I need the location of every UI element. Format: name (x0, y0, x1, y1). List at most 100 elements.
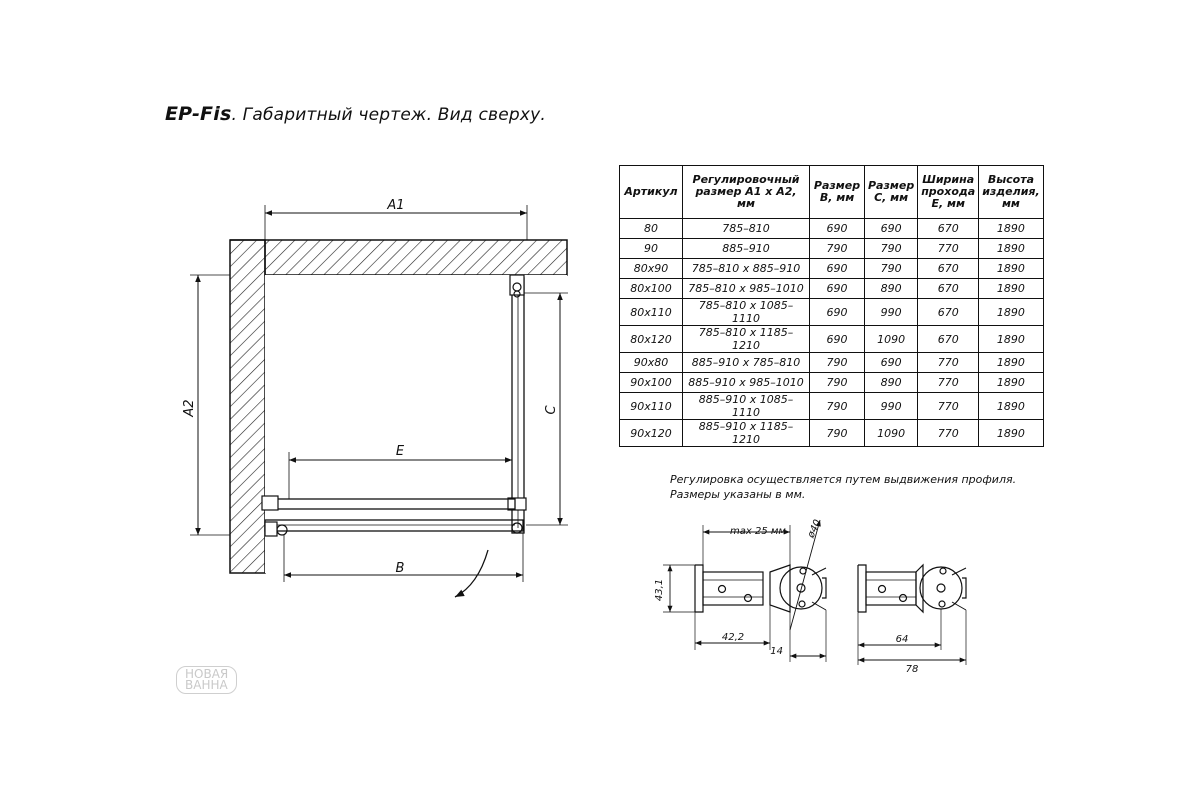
cell-b: 690 (809, 258, 865, 279)
cell-range: 785–810 x 985–1010 (682, 278, 810, 299)
spec-table-header: Артикул Регулировочный размер A1 x A2, м… (619, 165, 1044, 219)
cell-range: 885–910 (682, 238, 810, 259)
label-diameter-40: ø40 (805, 518, 823, 541)
col-size-b: Размер B, мм (809, 165, 865, 219)
cell-c: 690 (863, 218, 919, 239)
cell-height: 1890 (978, 218, 1044, 239)
profile-detail-extended (663, 519, 827, 662)
col-height: Высота изделия, мм (978, 165, 1044, 219)
cell-height: 1890 (978, 325, 1044, 353)
cell-height: 1890 (978, 278, 1044, 299)
cell-c: 790 (863, 258, 919, 279)
cell-article: 90 (619, 238, 683, 259)
col-article: Артикул (619, 165, 683, 219)
cell-height: 1890 (978, 372, 1044, 393)
cell-e: 670 (917, 278, 980, 299)
cell-range: 885–910 x 985–1010 (682, 372, 810, 393)
cell-range: 785–810 x 885–910 (682, 258, 810, 279)
cell-article: 80x110 (619, 298, 683, 326)
watermark-line2: ВАННА (185, 678, 228, 692)
label-14: 14 (770, 646, 783, 657)
cell-e: 770 (917, 372, 980, 393)
label-42-2: 42,2 (722, 632, 744, 643)
door-swing-arrow (454, 549, 489, 598)
cell-b: 690 (809, 218, 865, 239)
note-adjustment: Регулировка осуществляется путем выдвиже… (670, 473, 1017, 486)
profile-detail-retracted (857, 563, 967, 665)
label-max-25: max 25 мм (730, 526, 786, 537)
cell-article: 80x120 (619, 325, 683, 353)
watermark-logo: НОВАЯ ВАННА (176, 666, 238, 694)
cell-c: 1090 (863, 419, 919, 447)
cell-c: 890 (863, 278, 919, 299)
cell-c: 690 (863, 352, 919, 373)
label-b: B (396, 561, 405, 576)
cell-c: 990 (863, 392, 919, 420)
label-e: E (396, 444, 405, 459)
wall-left (229, 239, 266, 574)
cell-article: 90x100 (619, 372, 683, 393)
cell-e: 770 (917, 392, 980, 420)
cell-e: 670 (917, 218, 980, 239)
label-a2: A2 (182, 399, 197, 417)
cell-e: 670 (917, 298, 980, 326)
cell-article: 90x120 (619, 419, 683, 447)
cell-b: 690 (809, 298, 865, 326)
note-units: Размеры указаны в мм. (670, 488, 806, 501)
drawing-title: EP-Fis. Габаритный чертеж. Вид сверху. (165, 103, 546, 125)
cell-range: 885–910 x 1185–1210 (682, 419, 810, 447)
cell-range: 785–810 x 1185–1210 (682, 325, 810, 353)
cell-c: 790 (863, 238, 919, 259)
wall-top (230, 239, 568, 276)
cell-height: 1890 (978, 419, 1044, 447)
cell-b: 790 (809, 352, 865, 373)
cell-b: 790 (809, 238, 865, 259)
spec-table: Артикул Регулировочный размер A1 x A2, м… (619, 165, 1044, 447)
cell-height: 1890 (978, 352, 1044, 373)
cell-article: 80x100 (619, 278, 683, 299)
cell-b: 690 (809, 278, 865, 299)
cell-e: 770 (917, 238, 980, 259)
label-c: C (544, 405, 559, 415)
cell-b: 690 (809, 325, 865, 353)
cell-e: 670 (917, 325, 980, 353)
watermark-line1: НОВАЯ (185, 667, 229, 681)
cell-article: 80 (619, 218, 683, 239)
cell-c: 990 (863, 298, 919, 326)
col-adjust-range: Регулировочный размер A1 x A2, мм (682, 165, 810, 219)
cell-b: 790 (809, 372, 865, 393)
cell-b: 790 (809, 392, 865, 420)
cell-c: 1090 (863, 325, 919, 353)
notes: Регулировка осуществляется путем выдвиже… (670, 472, 1016, 502)
cell-e: 670 (917, 258, 980, 279)
title-text: . Габаритный чертеж. Вид сверху. (231, 105, 546, 125)
plan-view (190, 205, 568, 598)
cell-height: 1890 (978, 392, 1044, 420)
cell-height: 1890 (978, 298, 1044, 326)
col-passage-e: Ширина прохода E, мм (917, 165, 980, 219)
cell-c: 890 (863, 372, 919, 393)
label-78: 78 (906, 664, 919, 675)
cell-range: 885–910 x 785–810 (682, 352, 810, 373)
cell-range: 785–810 x 1085–1110 (682, 298, 810, 326)
cell-article: 90x80 (619, 352, 683, 373)
model-name: EP-Fis (165, 103, 232, 125)
label-43-1: 43,1 (654, 579, 665, 601)
cell-height: 1890 (978, 238, 1044, 259)
cell-range: 785–810 (682, 218, 810, 239)
col-size-c: Размер C, мм (863, 165, 919, 219)
cell-b: 790 (809, 419, 865, 447)
cell-article: 80x90 (619, 258, 683, 279)
label-a1: A1 (386, 198, 404, 213)
cell-e: 770 (917, 419, 980, 447)
